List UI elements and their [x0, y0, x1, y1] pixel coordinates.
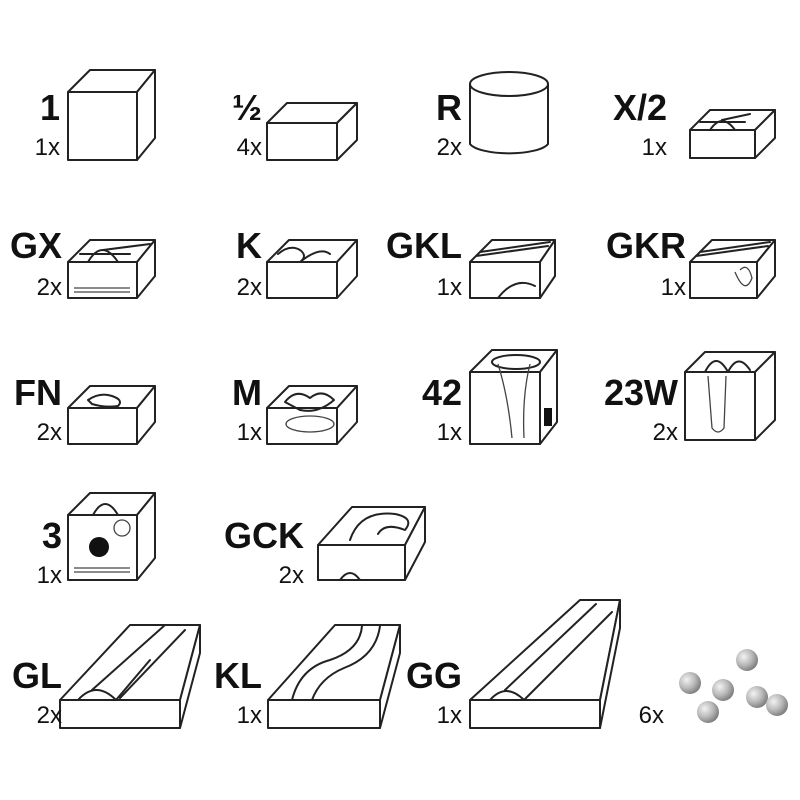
- gkr-block-drawing: [690, 240, 775, 298]
- m-block-drawing: [267, 386, 357, 444]
- piece-name: K: [236, 225, 262, 266]
- piece-count: 2x: [652, 419, 678, 446]
- piece-count: 1x: [436, 274, 462, 301]
- piece-name: KL: [214, 655, 262, 696]
- piece-count: 1x: [641, 134, 667, 161]
- piece-name: GG: [405, 655, 462, 696]
- piece-name: 3: [41, 515, 62, 556]
- piece-count: 2x: [36, 274, 62, 301]
- piece-count: 1x: [436, 702, 462, 729]
- marble-exit-block-drawing: [68, 493, 155, 580]
- marble: [712, 679, 734, 701]
- marble: [736, 649, 758, 671]
- piece-name: R: [436, 87, 462, 128]
- cross-half-block-drawing: [690, 110, 775, 158]
- piece-name: X/2: [612, 87, 667, 128]
- piece-count: 1x: [436, 419, 462, 446]
- piece-name: ½: [231, 87, 262, 128]
- piece-count: 4x: [236, 134, 262, 161]
- kl-long-rail-drawing: [268, 625, 400, 728]
- cylinder-drawing: [470, 72, 548, 153]
- piece-name: GX: [9, 225, 62, 266]
- gx-block-drawing: [68, 240, 155, 298]
- piece-count: 1x: [34, 134, 60, 161]
- marble: [697, 701, 719, 723]
- piece-count: 2x: [278, 562, 304, 589]
- piece-name: GL: [12, 655, 62, 696]
- fn-block-drawing: [68, 386, 155, 444]
- piece-name: 23W: [603, 372, 678, 413]
- piece-count: 1x: [660, 274, 686, 301]
- piece-name: M: [232, 372, 262, 413]
- piece-name: 1: [39, 87, 60, 128]
- marbles-group: [679, 649, 788, 723]
- cube-block-drawing: [68, 70, 155, 160]
- piece-count: 6x: [638, 702, 664, 729]
- funnel-tall-block-drawing: [470, 350, 557, 444]
- piece-count: 2x: [36, 702, 62, 729]
- vertical-channel-block-drawing: [685, 352, 775, 440]
- piece-count: 1x: [36, 562, 62, 589]
- marble: [746, 686, 768, 708]
- half-block-drawing: [267, 103, 357, 160]
- piece-count: 1x: [236, 702, 262, 729]
- piece-name: 42: [421, 372, 462, 413]
- gkl-block-drawing: [470, 240, 555, 298]
- piece-count: 2x: [436, 134, 462, 161]
- piece-name: GCK: [224, 515, 304, 556]
- gl-long-rail-drawing: [60, 625, 200, 728]
- marble: [766, 694, 788, 716]
- marble: [679, 672, 701, 694]
- piece-count: 2x: [36, 419, 62, 446]
- gg-long-rail-drawing: [470, 600, 620, 728]
- piece-count: 1x: [236, 419, 262, 446]
- piece-name: GKL: [386, 225, 462, 266]
- k-block-drawing: [267, 240, 357, 298]
- piece-name: FN: [14, 372, 62, 413]
- piece-name: GKR: [606, 225, 686, 266]
- gck-block-drawing: [318, 507, 425, 580]
- piece-count: 2x: [236, 274, 262, 301]
